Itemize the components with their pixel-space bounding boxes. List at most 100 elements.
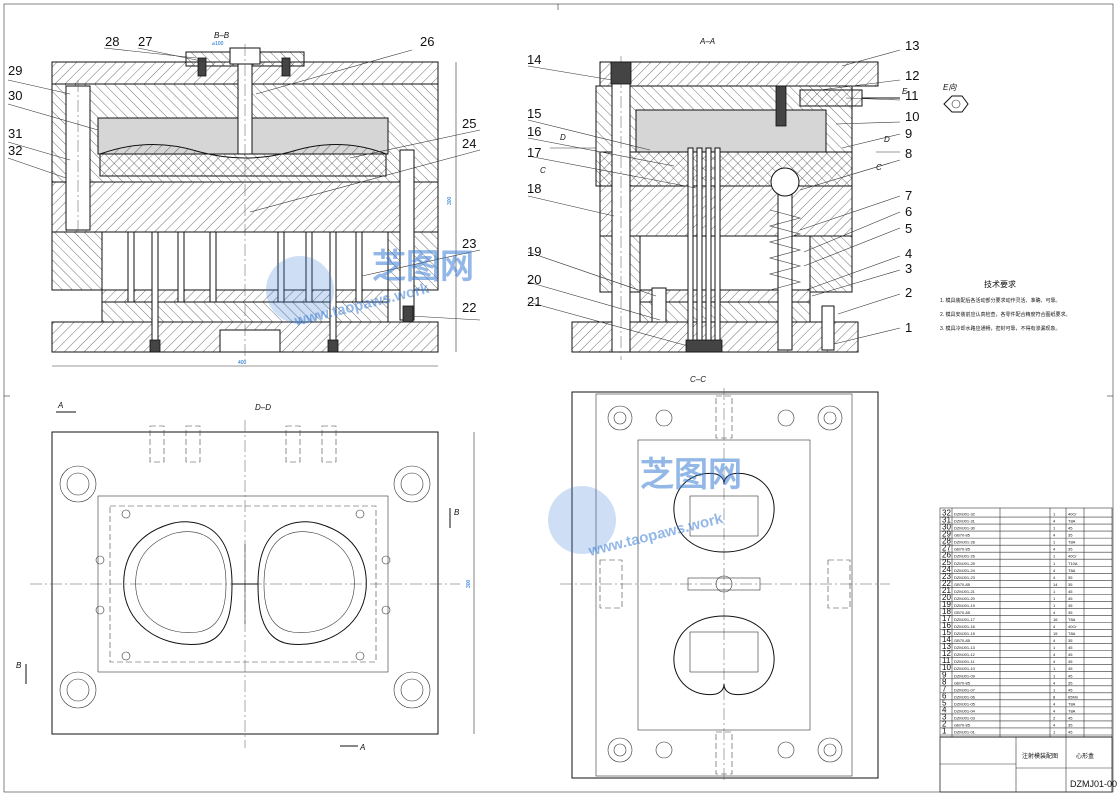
bom-cell-code: DZMJ01-19 xyxy=(954,603,976,608)
bom-cell-code: DZMJ01-12 xyxy=(954,652,976,657)
bom-cell-no: 23 xyxy=(942,572,951,581)
bom-cell-qty: 1 xyxy=(1053,512,1056,517)
bom-cell-material: 45 xyxy=(1068,652,1073,657)
section-bb-title: B–B xyxy=(214,31,230,40)
drawing-title: 注射模装配图 xyxy=(1022,752,1058,760)
part-5-label: 5 xyxy=(905,221,912,236)
bom-cell-code: DZMJ01-16 xyxy=(954,624,976,629)
part-31-label: 31 xyxy=(8,126,22,141)
bom-cell-material: 35 xyxy=(1068,582,1073,587)
bom-cell-no: 30 xyxy=(942,523,951,532)
part-17-label: 17 xyxy=(527,145,541,160)
bom-cell-qty: 4 xyxy=(1053,659,1056,664)
cut-d-left: D xyxy=(560,133,566,142)
cut-d-right: D xyxy=(884,135,890,144)
part-24-label: 24 xyxy=(462,136,476,151)
bom-cell-qty: 1 xyxy=(1053,596,1056,601)
bom-cell-material: T8A xyxy=(1068,708,1076,713)
e-view-title: E向 xyxy=(943,83,957,92)
bom-cell-qty: 1 xyxy=(1053,673,1056,678)
part-27-label: 27 xyxy=(138,34,152,49)
bom-cell-no: 31 xyxy=(942,516,951,525)
bom-cell-no: 2 xyxy=(942,719,947,728)
bom-cell-code: DZMJ01-07 xyxy=(954,687,976,692)
bom-cell-qty: 1 xyxy=(1053,603,1056,608)
section-cc-title: C–C xyxy=(690,375,706,384)
bom-cell-no: 22 xyxy=(942,579,951,588)
cut-e-arrow: E xyxy=(902,87,908,96)
bom-cell-qty: 4 xyxy=(1053,568,1056,573)
part-12-label: 12 xyxy=(905,68,919,83)
bom-cell-no: 25 xyxy=(942,558,951,567)
bom-cell-qty: 4 xyxy=(1053,610,1056,615)
tech-item-1: 1. 模具装配后各活动部分要求动作灵活、准确、可靠。 xyxy=(940,297,1061,304)
bom-cell-qty: 1 xyxy=(1053,561,1056,566)
part-6-label: 6 xyxy=(905,204,912,219)
bom-cell-code: DZMJ01-25 xyxy=(954,561,976,566)
section-aa-title: A–A xyxy=(699,37,715,46)
bom-cell-code: DZMJ01-05 xyxy=(954,701,976,706)
part-9-label: 9 xyxy=(905,126,912,141)
part-26-label: 26 xyxy=(420,34,434,49)
bom-cell-no: 5 xyxy=(942,698,947,707)
bom-cell-code: DZMJ01-03 xyxy=(954,715,976,720)
bom-cell-code: GB70-85 xyxy=(954,533,971,538)
bom-cell-qty: 4 xyxy=(1053,533,1056,538)
bom-cell-material: T8A xyxy=(1068,631,1076,636)
bom-cell-material: 45 xyxy=(1068,596,1073,601)
bom-cell-code: DZMJ01-26 xyxy=(954,554,976,559)
bb-leaders: 28 27 26 29 30 25 31 24 32 23 22 xyxy=(7,34,481,321)
part-25-label: 25 xyxy=(462,116,476,131)
bom-cell-no: 28 xyxy=(942,537,951,546)
bom-cell-code: DZMJ01-13 xyxy=(954,645,976,650)
dim-overall-width: 400 xyxy=(238,360,247,366)
part-11-label: 11 xyxy=(905,88,919,103)
bom-cell-qty: 4 xyxy=(1053,708,1056,713)
bom-cell-qty: 16 xyxy=(1053,617,1058,622)
watermark-brand-left: 芝图网 xyxy=(372,248,474,286)
section-dd-view: D–D A A B B xyxy=(16,401,475,752)
part-29-label: 29 xyxy=(8,63,22,78)
bom-cell-code: DZMJ01-28 xyxy=(954,540,976,545)
drawing-number: DZMJ01-00 xyxy=(1070,779,1117,789)
dim-overall-height: 300 xyxy=(447,196,453,205)
cut-c-left: C xyxy=(540,166,546,175)
bom-cell-code: GB70-85 xyxy=(954,582,971,587)
bom-cell-code: DZMJ01-17 xyxy=(954,617,976,622)
part-1-label: 1 xyxy=(905,320,912,335)
dd-cut-a-top: A xyxy=(57,401,63,410)
bom-cell-no: 24 xyxy=(942,565,951,574)
bom-cell-material: 40Cr xyxy=(1068,554,1077,559)
bom-cell-qty: 4 xyxy=(1053,722,1056,727)
bom-cell-no: 29 xyxy=(942,530,951,539)
bom-cell-material: 45 xyxy=(1068,589,1073,594)
bom-cell-qty: 15 xyxy=(1053,631,1058,636)
bom-cell-material: 40Cr xyxy=(1068,512,1077,517)
bom-cell-material: T8A xyxy=(1068,617,1076,622)
aa-leaders: 13 14 12 11 15 10 16 9 17 8 18 7 6 5 19 … xyxy=(527,38,919,347)
bom-cell-qty: 4 xyxy=(1053,547,1056,552)
bom-cell-material: 45 xyxy=(1068,526,1073,531)
bom-cell-no: 14 xyxy=(942,635,951,644)
bom-cell-code: DZMJ01-20 xyxy=(954,596,976,601)
bom-cell-no: 15 xyxy=(942,628,951,637)
bom-cell-material: T8A xyxy=(1068,540,1076,545)
bom-cell-qty: 4 xyxy=(1053,519,1056,524)
bom-cell-material: T10A xyxy=(1068,561,1078,566)
bom-cell-material: 65Mn xyxy=(1068,694,1078,699)
bom-cell-code: DZMJ01-23 xyxy=(954,575,976,580)
bom-cell-code: DZMJ01-06 xyxy=(954,694,976,699)
bom-cell-qty: 4 xyxy=(1053,701,1056,706)
part-2-label: 2 xyxy=(905,285,912,300)
bom-cell-qty: 1 xyxy=(1053,540,1056,545)
part-22-label: 22 xyxy=(462,300,476,315)
bom-cell-code: DZMJ01-10 xyxy=(954,666,976,671)
bom-cell-material: 45 xyxy=(1068,687,1073,692)
part-name: 心形盒 xyxy=(1076,752,1094,760)
bom-cell-code: DZMJ01-31 xyxy=(954,519,976,524)
part-7-label: 7 xyxy=(905,188,912,203)
bom-cell-qty: 2 xyxy=(1053,715,1056,720)
bom-cell-qty: 14 xyxy=(1053,582,1058,587)
bom-cell-no: 1 xyxy=(942,727,947,736)
